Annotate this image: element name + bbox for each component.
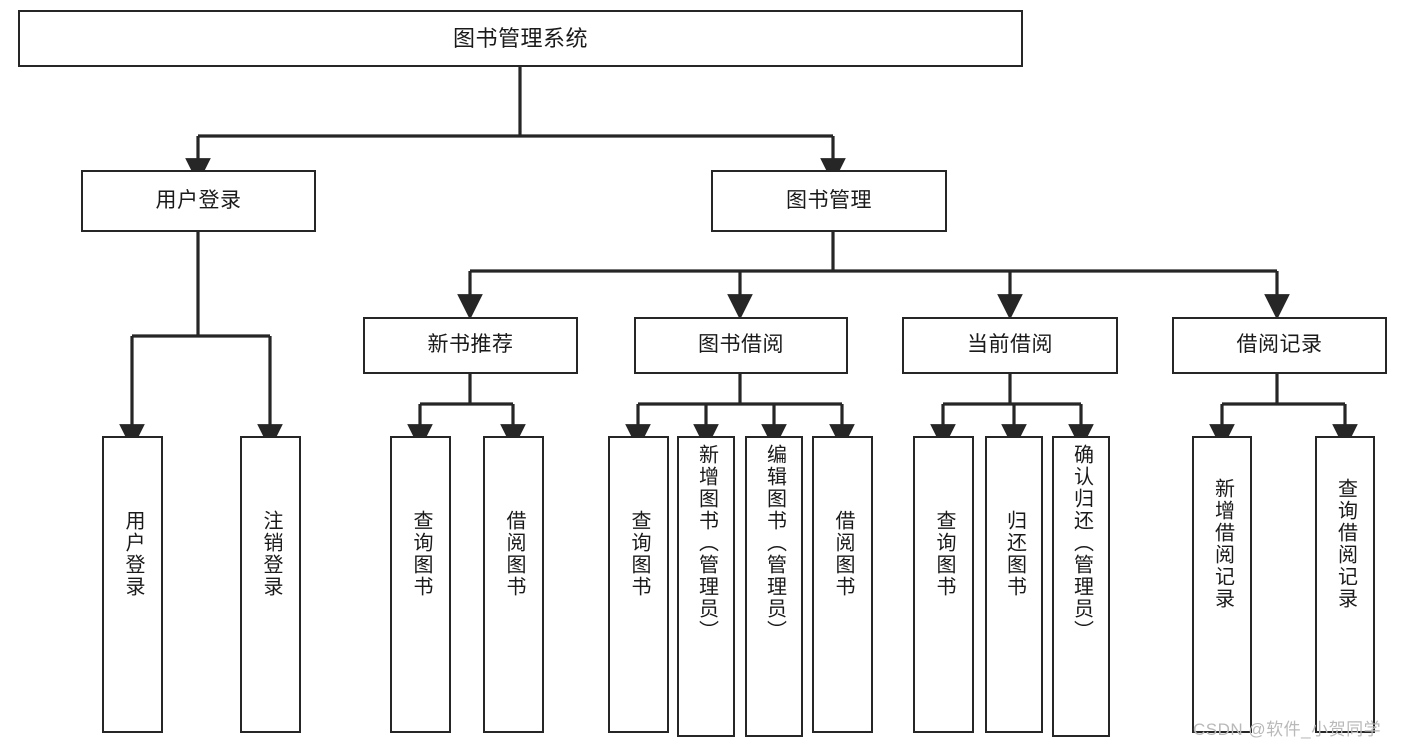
leaf-add-book[interactable]: 新增图书（管理员）	[677, 436, 735, 737]
node-book-borrow-label: 图书借阅	[698, 333, 784, 357]
leaf-add-record[interactable]: 新增借阅记录	[1192, 436, 1252, 733]
leaf-query-book-3[interactable]: 查询图书	[913, 436, 974, 733]
node-current-borrow[interactable]: 当前借阅	[902, 317, 1118, 374]
leaf-confirm-return[interactable]: 确认归还（管理员）	[1052, 436, 1110, 737]
leaf-borrow-book-1-label: 借阅图书	[503, 510, 525, 598]
node-borrow-record[interactable]: 借阅记录	[1172, 317, 1387, 374]
leaf-confirm-return-label: 确认归还（管理员）	[1070, 444, 1093, 642]
csdn-watermark: CSDN @软件_小贺同学	[1193, 720, 1382, 739]
leaf-edit-book-label: 编辑图书（管理员）	[763, 444, 786, 642]
leaf-query-book-1[interactable]: 查询图书	[390, 436, 451, 733]
leaf-query-book-1-label: 查询图书	[410, 510, 432, 598]
leaf-borrow-book-1[interactable]: 借阅图书	[483, 436, 544, 733]
node-borrow-record-label: 借阅记录	[1236, 333, 1323, 357]
leaf-query-record[interactable]: 查询借阅记录	[1315, 436, 1375, 733]
leaf-user-login-label: 用户登录	[122, 510, 144, 598]
leaf-borrow-book-2[interactable]: 借阅图书	[812, 436, 873, 733]
leaf-return-book[interactable]: 归还图书	[985, 436, 1043, 733]
node-user-login-label: 用户登录	[155, 188, 242, 212]
leaf-logout-label: 注销登录	[260, 510, 282, 598]
node-book-manage[interactable]: 图书管理	[711, 170, 947, 232]
node-user-login[interactable]: 用户登录	[81, 170, 316, 232]
node-book-borrow[interactable]: 图书借阅	[634, 317, 848, 374]
leaf-query-book-2[interactable]: 查询图书	[608, 436, 669, 733]
leaf-query-book-3-label: 查询图书	[933, 510, 955, 598]
node-current-borrow-label: 当前借阅	[967, 333, 1053, 357]
node-root-label: 图书管理系统	[452, 25, 588, 51]
node-new-book-recommend[interactable]: 新书推荐	[363, 317, 578, 374]
leaf-borrow-book-2-label: 借阅图书	[832, 510, 854, 598]
leaf-user-login[interactable]: 用户登录	[102, 436, 163, 733]
leaf-edit-book[interactable]: 编辑图书（管理员）	[745, 436, 803, 737]
leaf-add-record-label: 新增借阅记录	[1211, 478, 1234, 610]
node-book-manage-label: 图书管理	[786, 188, 872, 212]
node-new-book-recommend-label: 新书推荐	[427, 333, 514, 357]
leaf-query-record-label: 查询借阅记录	[1334, 478, 1357, 610]
node-root[interactable]: 图书管理系统	[18, 10, 1023, 67]
leaf-query-book-2-label: 查询图书	[628, 510, 650, 598]
leaf-logout[interactable]: 注销登录	[240, 436, 301, 733]
leaf-return-book-label: 归还图书	[1003, 510, 1026, 598]
leaf-add-book-label: 新增图书（管理员）	[695, 444, 718, 642]
